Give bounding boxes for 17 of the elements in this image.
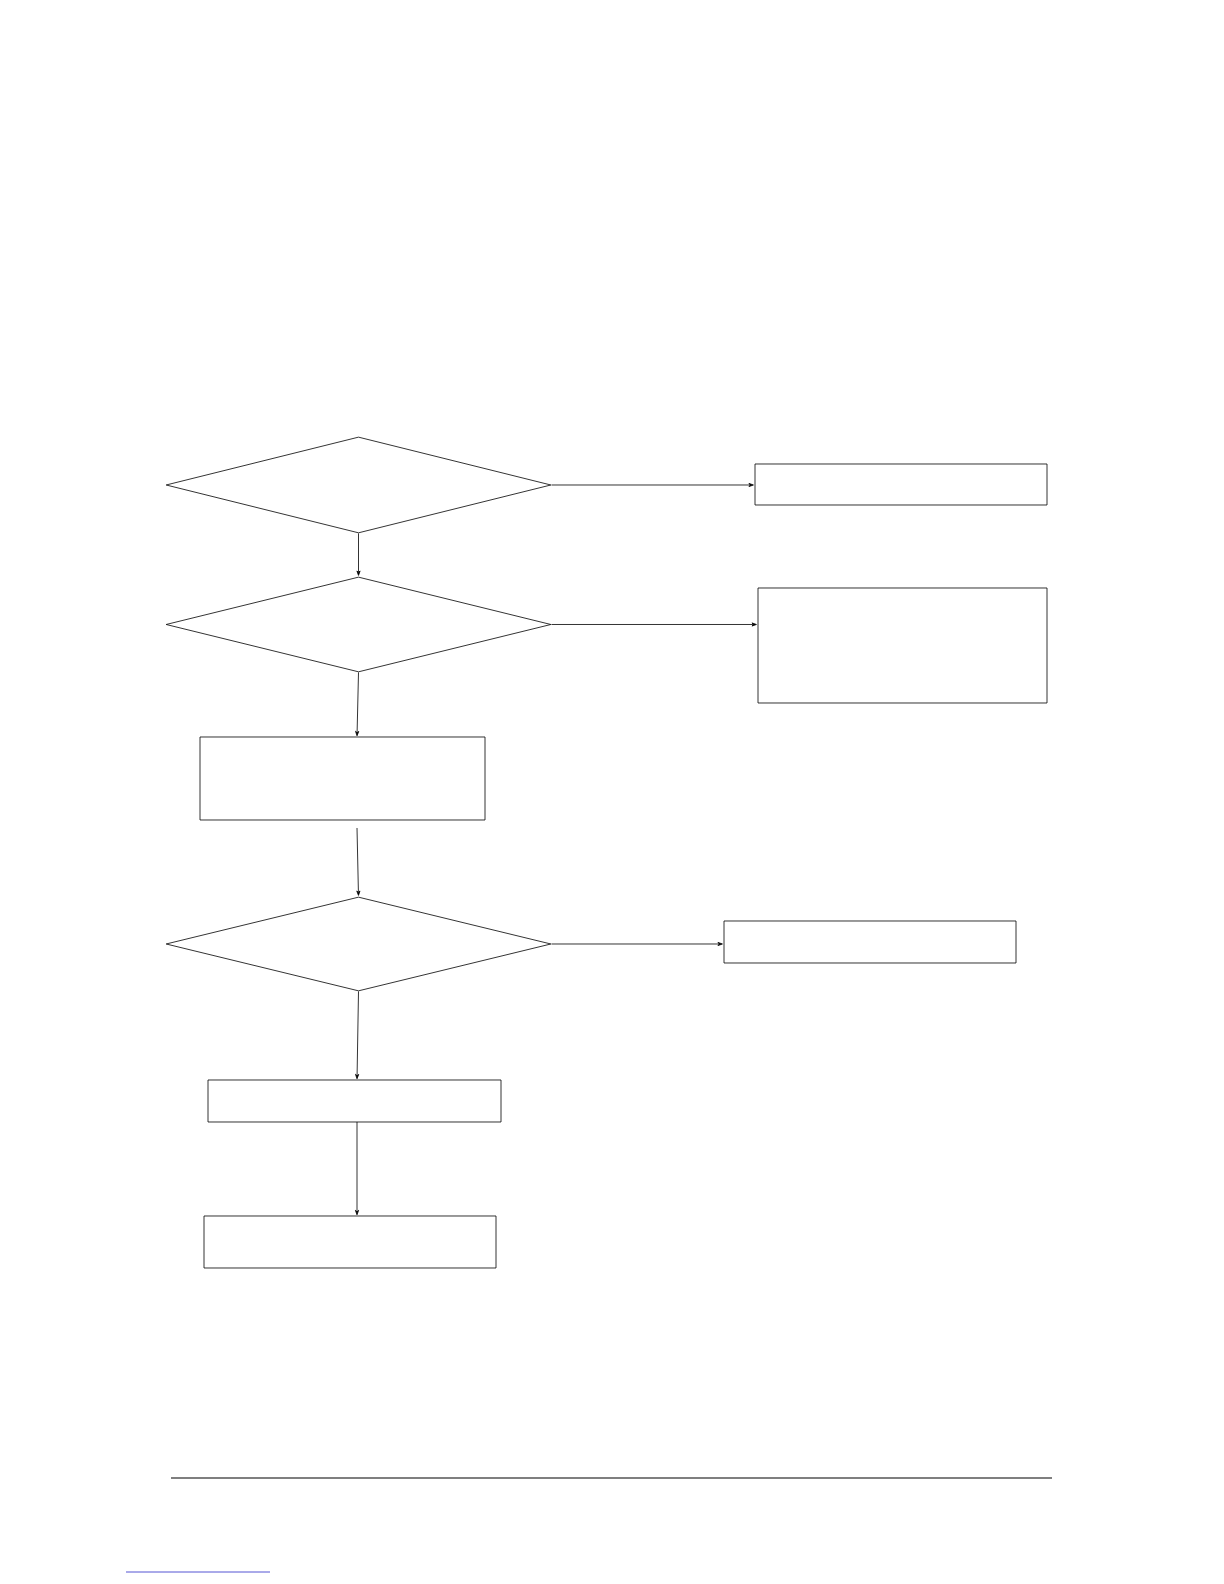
arrow [356,533,361,576]
process-box [199,736,486,821]
decision-diamond [165,436,552,534]
process-box [754,463,1048,506]
process-box [203,1215,497,1269]
decision-diamond [165,576,552,673]
decision-diamond [165,896,552,992]
arrow [355,672,360,737]
arrow [355,991,360,1080]
process-box [207,1079,502,1123]
process-box [757,587,1048,704]
arrow [355,1121,359,1216]
arrow [551,622,757,627]
arrow [356,827,361,896]
arrow [551,483,754,487]
arrow [551,942,723,946]
process-box [723,920,1017,964]
